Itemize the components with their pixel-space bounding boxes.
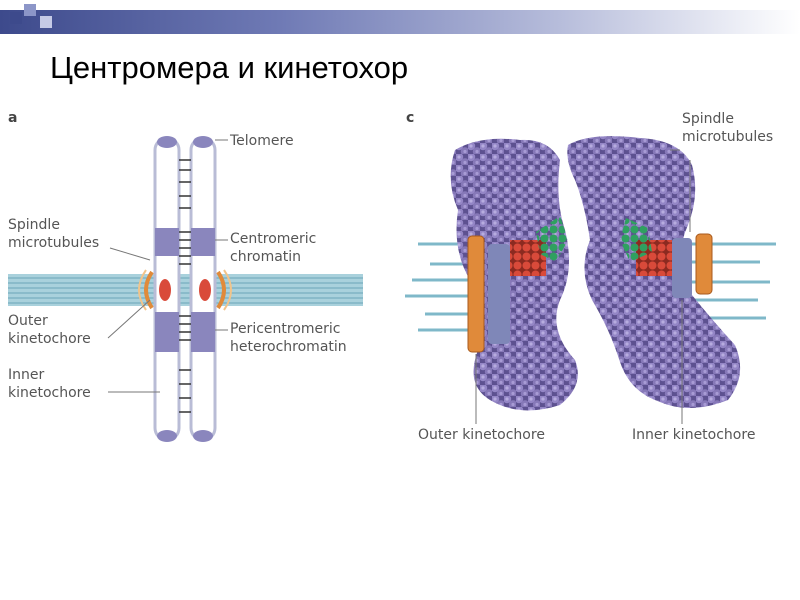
label-outer-kinetochore-c: Outer kinetochore [418, 427, 545, 443]
label-telomere: Telomere [230, 133, 294, 149]
label-inner-kinetochore-a: Inner kinetochore [8, 367, 91, 401]
label-inner-kinetochore-c: Inner kinetochore [632, 427, 756, 443]
panel-a-letter: a [8, 110, 18, 126]
label-centromeric-chromatin: Centromeric chromatin [230, 231, 317, 265]
outer-kinetochore-left [144, 270, 154, 310]
slide-title: Центромера и кинетохор [50, 50, 409, 85]
label-spindle-microtubules-c: Spindle microtubules [682, 111, 774, 145]
spindle-microtubule-band [8, 274, 363, 306]
label-spindle-microtubules-a: Spindle microtubules [8, 217, 100, 251]
outer-kinetochore-right [216, 270, 226, 310]
right-chromatid [189, 136, 217, 442]
label-pericentromeric-heterochromatin: Pericentromeric heterochromatin [230, 321, 347, 355]
deco-square-1 [10, 12, 22, 24]
deco-square-3 [40, 16, 52, 28]
label-outer-kinetochore-a: Outer kinetochore [8, 313, 91, 347]
outer-kinetochore-left-c [467, 235, 485, 353]
panel-c-diagram [405, 136, 776, 424]
title-decoration-bar [0, 10, 800, 34]
outer-kinetochore-right-c [695, 233, 713, 295]
panel-a-diagram [8, 136, 363, 442]
panel-c-letter: c [406, 110, 415, 126]
left-chromatid [153, 136, 181, 442]
deco-square-2 [24, 4, 36, 16]
